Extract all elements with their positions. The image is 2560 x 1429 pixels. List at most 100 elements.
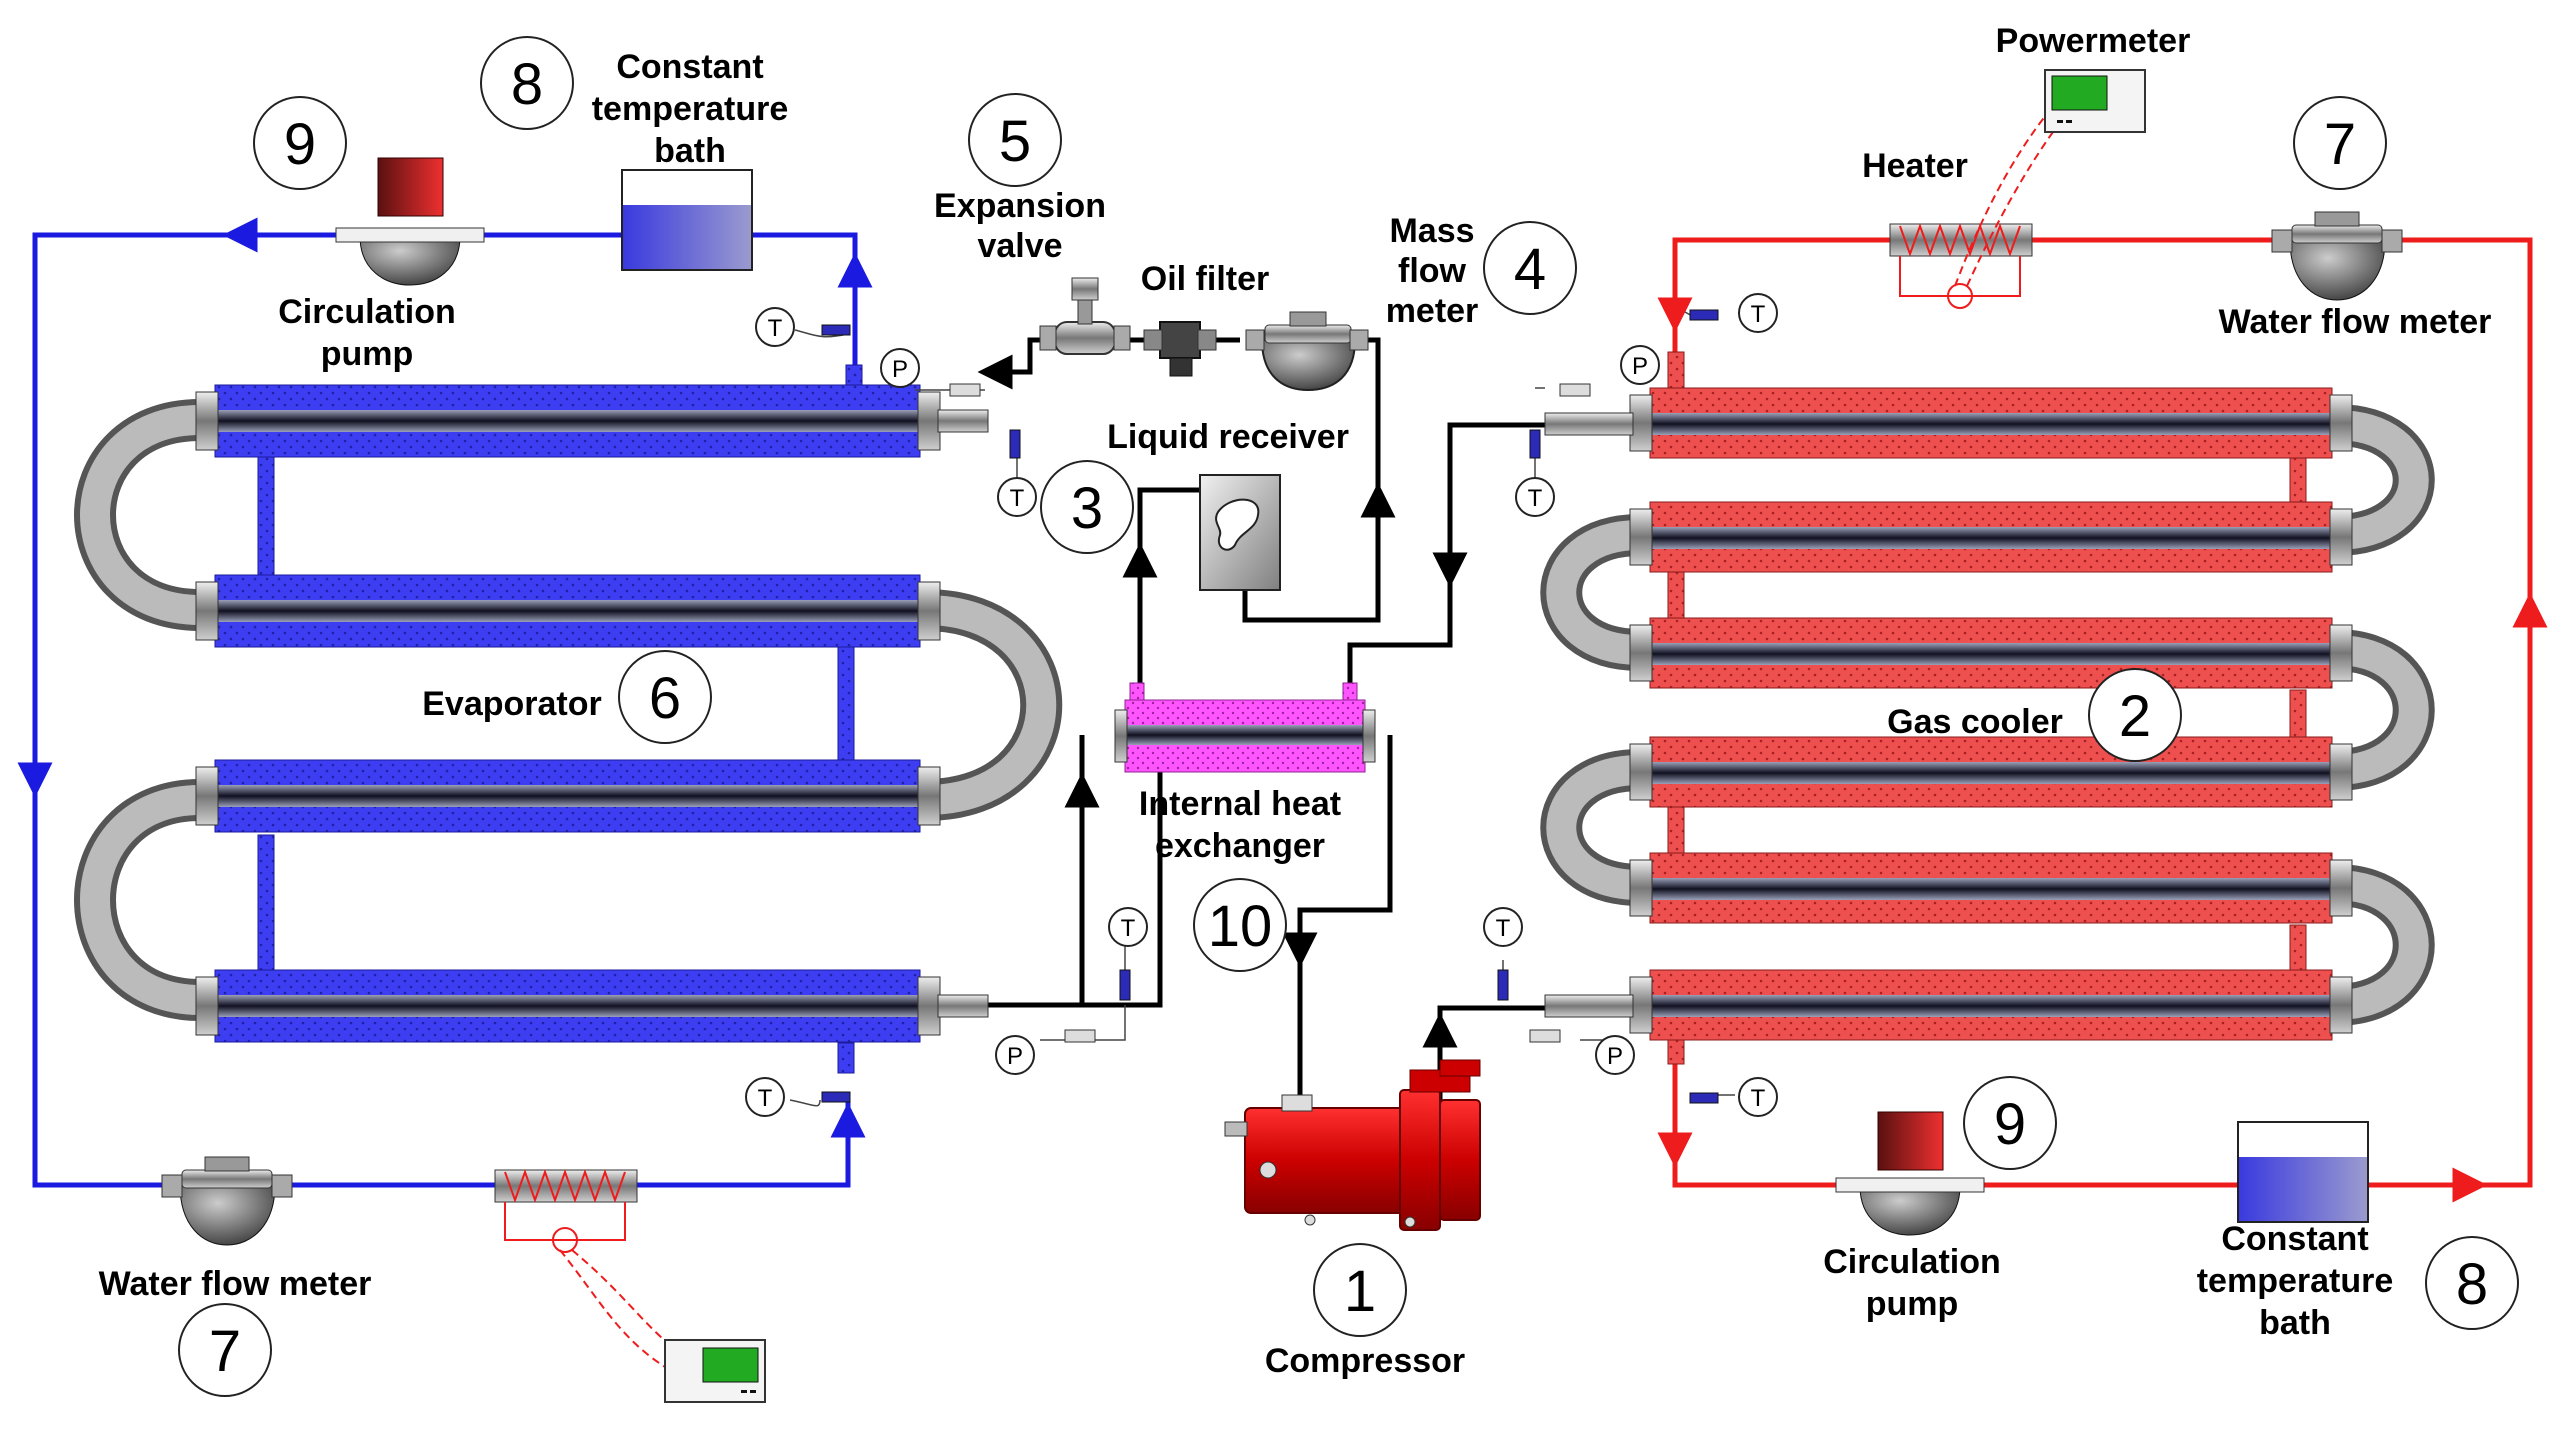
evaporator-tube-4 — [195, 969, 989, 1043]
label-constant-temperature-bath-right: temperature — [2197, 1262, 2394, 1300]
temperature-sensor: T — [755, 307, 795, 347]
label-water-flow-meter-right: Water flow meter — [2219, 303, 2492, 341]
label-compressor: Compressor — [1265, 1342, 1465, 1380]
number-badge-2: 2 — [2088, 668, 2182, 762]
svg-text:4: 4 — [1514, 237, 1546, 302]
temperature-sensor: T — [1483, 907, 1523, 947]
label-constant-temperature-bath-left: temperature — [592, 90, 789, 128]
number-badge-6: 6 — [618, 650, 712, 744]
svg-text:T: T — [768, 315, 783, 342]
svg-text:1: 1 — [1344, 1259, 1376, 1324]
temperature-sensor: T — [1738, 1077, 1778, 1117]
svg-text:P: P — [1007, 1043, 1023, 1070]
heater-left — [494, 1169, 671, 1371]
number-badge-8-left: 8 — [480, 36, 574, 130]
temperature-sensor: T — [1515, 477, 1555, 517]
svg-text:9: 9 — [284, 112, 316, 177]
svg-text:P: P — [1607, 1043, 1623, 1070]
svg-text:7: 7 — [209, 1319, 241, 1384]
water-flow-meter-left — [161, 1156, 293, 1246]
liquid-receiver — [1199, 474, 1281, 591]
temperature-sensor: T — [997, 477, 1037, 517]
hot-water-loop — [1657, 237, 2548, 1203]
heater-right — [1889, 109, 2059, 309]
label-mass-flow-meter: Mass — [1389, 212, 1474, 250]
pressure-sensor: P — [880, 348, 920, 388]
constant-temperature-bath-left — [621, 169, 753, 271]
svg-text:T: T — [1751, 301, 1766, 328]
svg-text:P: P — [892, 356, 908, 383]
number-badge-1: 1 — [1313, 1243, 1407, 1337]
label-evaporator: Evaporator — [422, 685, 602, 723]
water-flow-meter-right — [2271, 211, 2403, 301]
label-heater: Heater — [1862, 147, 1968, 185]
gas-cooler-tube-1 — [1544, 387, 2353, 459]
svg-text:8: 8 — [2456, 1252, 2488, 1317]
svg-text:T: T — [1010, 485, 1025, 512]
number-badge-4: 4 — [1483, 221, 1577, 315]
pressure-sensor: P — [1620, 345, 1660, 385]
circulation-pump-right — [1835, 1111, 1985, 1236]
svg-text:2: 2 — [2119, 684, 2151, 749]
label-circulation-pump-left: pump — [321, 335, 414, 373]
number-badge-10: 10 — [1193, 878, 1287, 972]
gas-cooler-tube-3 — [1629, 617, 2353, 689]
cold-water-loop — [17, 217, 873, 1188]
component-labels: Compressor Gas cooler Expansion valve Oi… — [99, 22, 2492, 1380]
evaporator-tube-3 — [195, 759, 941, 833]
circulation-pump-left — [335, 157, 485, 286]
label-circulation-pump-left: Circulation — [278, 293, 456, 331]
component-numbers: 1 2 3 4 5 6 7 7 8 8 9 9 10 — [178, 36, 2519, 1397]
powermeter-left — [664, 1339, 766, 1403]
svg-text:6: 6 — [649, 666, 681, 731]
pressure-sensor: P — [995, 1035, 1035, 1075]
compressor — [1224, 1059, 1481, 1231]
svg-text:8: 8 — [511, 52, 543, 117]
svg-text:T: T — [1496, 915, 1511, 942]
svg-text:10: 10 — [1208, 894, 1273, 959]
refrigerant-lines — [977, 337, 1545, 1100]
number-badge-9-left: 9 — [253, 96, 347, 190]
oil-filter — [1143, 321, 1217, 377]
svg-text:T: T — [758, 1085, 773, 1112]
label-oil-filter: Oil filter — [1141, 260, 1269, 298]
label-mass-flow-meter: flow — [1398, 252, 1467, 290]
label-expansion-valve: Expansion — [934, 187, 1106, 225]
label-circulation-pump-right: Circulation — [1823, 1243, 2001, 1281]
gas-cooler-tube-4 — [1629, 736, 2353, 808]
svg-text:7: 7 — [2324, 112, 2356, 177]
label-constant-temperature-bath-right: bath — [2259, 1304, 2331, 1342]
number-badge-7-right: 7 — [2293, 96, 2387, 190]
label-constant-temperature-bath-left: Constant — [616, 48, 763, 86]
label-internal-heat-exchanger: exchanger — [1155, 827, 1325, 865]
label-constant-temperature-bath-left: bath — [654, 132, 726, 170]
gas-cooler-tube-6 — [1544, 969, 2353, 1041]
svg-text:3: 3 — [1071, 476, 1103, 541]
svg-text:9: 9 — [1994, 1092, 2026, 1157]
internal-heat-exchanger — [1114, 682, 1376, 773]
svg-text:T: T — [1121, 915, 1136, 942]
svg-text:5: 5 — [999, 109, 1031, 174]
gas-cooler-tube-5 — [1629, 852, 2353, 924]
gas-cooler-tube-2 — [1629, 501, 2353, 573]
label-internal-heat-exchanger: Internal heat — [1139, 785, 1341, 823]
powermeter-right — [2044, 69, 2146, 133]
constant-temperature-bath-right — [2237, 1121, 2369, 1223]
svg-text:T: T — [1751, 1085, 1766, 1112]
temperature-sensor: T — [745, 1077, 785, 1117]
expansion-valve — [1039, 277, 1131, 355]
label-powermeter: Powermeter — [1996, 22, 2191, 60]
sensors: T T T T T T T T P P P P — [745, 293, 1778, 1117]
pressure-sensor: P — [1595, 1035, 1635, 1075]
label-liquid-receiver: Liquid receiver — [1107, 418, 1349, 456]
gas-cooler — [1540, 351, 2435, 1065]
svg-text:P: P — [1632, 353, 1648, 380]
label-mass-flow-meter: meter — [1386, 292, 1479, 330]
evaporator-tube-1 — [195, 384, 989, 458]
label-gas-cooler: Gas cooler — [1887, 703, 2063, 741]
mass-flow-meter — [1245, 311, 1369, 392]
label-circulation-pump-right: pump — [1866, 1285, 1959, 1323]
label-constant-temperature-bath-right: Constant — [2221, 1220, 2368, 1258]
temperature-sensor: T — [1738, 293, 1778, 333]
